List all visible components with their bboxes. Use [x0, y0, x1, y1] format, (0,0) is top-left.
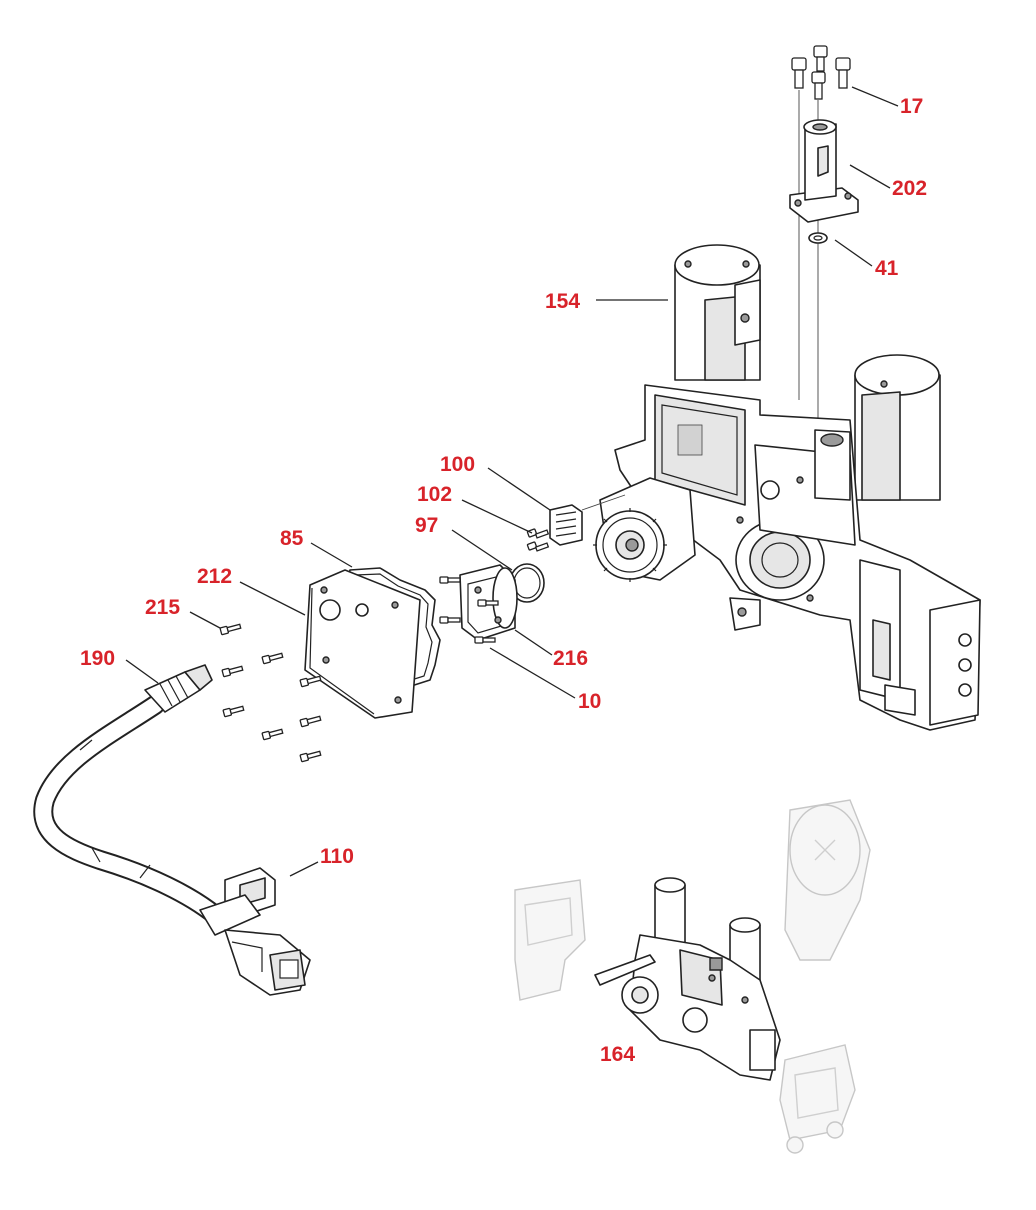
callout-190: 190 — [80, 647, 116, 670]
cap-screws-17 — [791, 45, 851, 420]
callout-164: 164 — [600, 1043, 636, 1066]
callout-215: 215 — [145, 596, 181, 619]
back-plate-212 — [304, 569, 421, 719]
o-ring-41 — [808, 232, 828, 244]
complete-assembly-164 — [594, 877, 781, 1081]
drive-gear — [593, 477, 696, 582]
callout-17: 17 — [900, 95, 924, 118]
callout-97: 97 — [415, 514, 439, 537]
sensor-cable-190 — [33, 664, 225, 925]
main-housing-154 — [614, 244, 981, 731]
pillar-bracket-202 — [789, 119, 859, 223]
callout-202: 202 — [892, 177, 928, 200]
callout-41: 41 — [875, 257, 899, 280]
callout-10: 10 — [578, 690, 602, 713]
plug-connector-110 — [199, 867, 311, 996]
callout-102: 102 — [417, 483, 453, 506]
screws-10 — [439, 576, 499, 644]
screws-215 — [219, 623, 322, 763]
callout-85: 85 — [280, 527, 304, 550]
callout-154: 154 — [545, 290, 581, 313]
callout-110: 110 — [320, 845, 354, 868]
callout-100: 100 — [440, 453, 476, 476]
connector-block-100 — [549, 494, 626, 546]
callout-216: 216 — [553, 647, 589, 670]
leader-lines — [125, 86, 899, 877]
callout-212: 212 — [197, 565, 233, 588]
context-assembly-ghost — [514, 799, 871, 1154]
